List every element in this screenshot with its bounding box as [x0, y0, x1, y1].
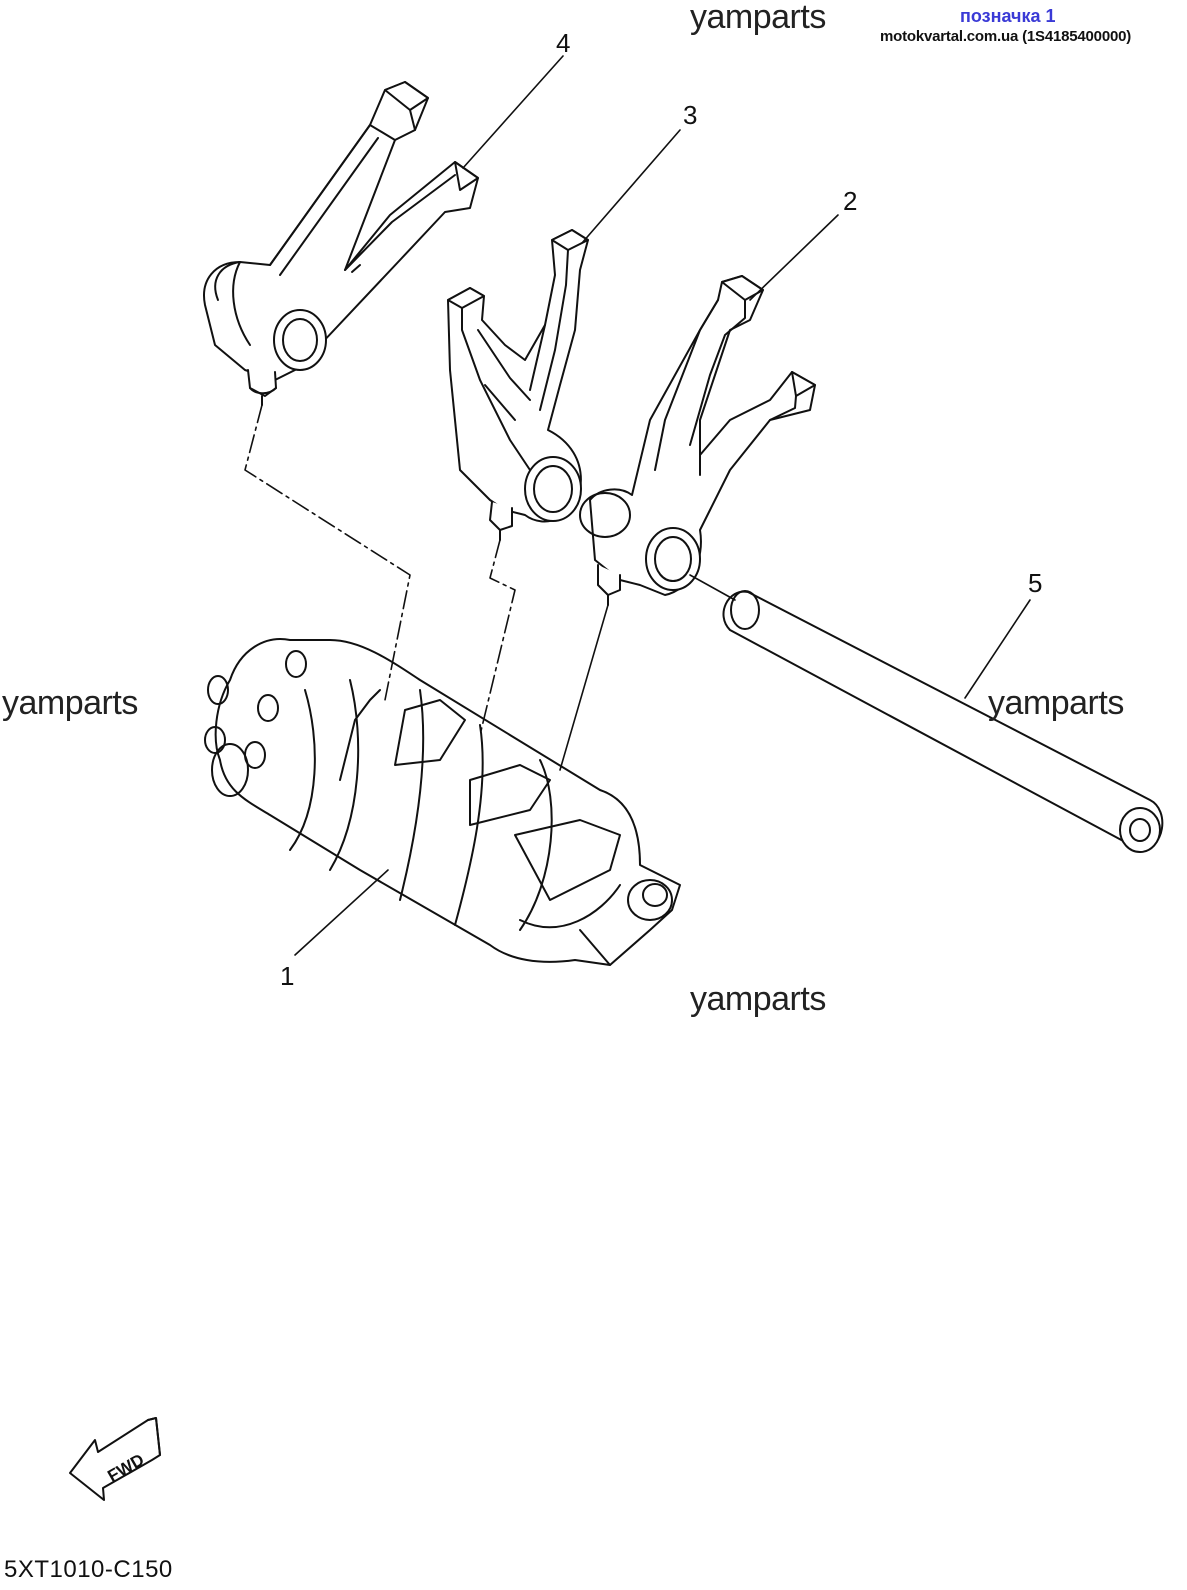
- shift-fork-guide-bar-5: [722, 590, 1164, 853]
- reference-label: позначка 1: [960, 6, 1056, 26]
- fwd-arrow-icon: FWD: [69, 1417, 161, 1501]
- callout-4: 4: [556, 28, 570, 58]
- assembly-guide-lines: [244, 404, 736, 771]
- callout-2: 2: [843, 186, 857, 216]
- watermark-right: yamparts: [988, 684, 1124, 722]
- callout-leaders: [294, 55, 1031, 956]
- watermark-top: yamparts: [690, 0, 826, 36]
- shift-fork-2: [579, 275, 816, 606]
- watermark-left: yamparts: [2, 684, 138, 722]
- shift-drum-1: [204, 638, 681, 966]
- callout-1: 1: [280, 961, 294, 991]
- callout-5: 5: [1028, 568, 1042, 598]
- callout-3: 3: [683, 100, 697, 130]
- watermark-bottom: yamparts: [690, 980, 826, 1018]
- shift-fork-3: [447, 229, 589, 541]
- shop-line: motokvartal.com.ua (1S4185400000): [880, 28, 1132, 45]
- shift-fork-4: [203, 81, 479, 406]
- diagram-code: 5XT1010-C150: [4, 1556, 173, 1583]
